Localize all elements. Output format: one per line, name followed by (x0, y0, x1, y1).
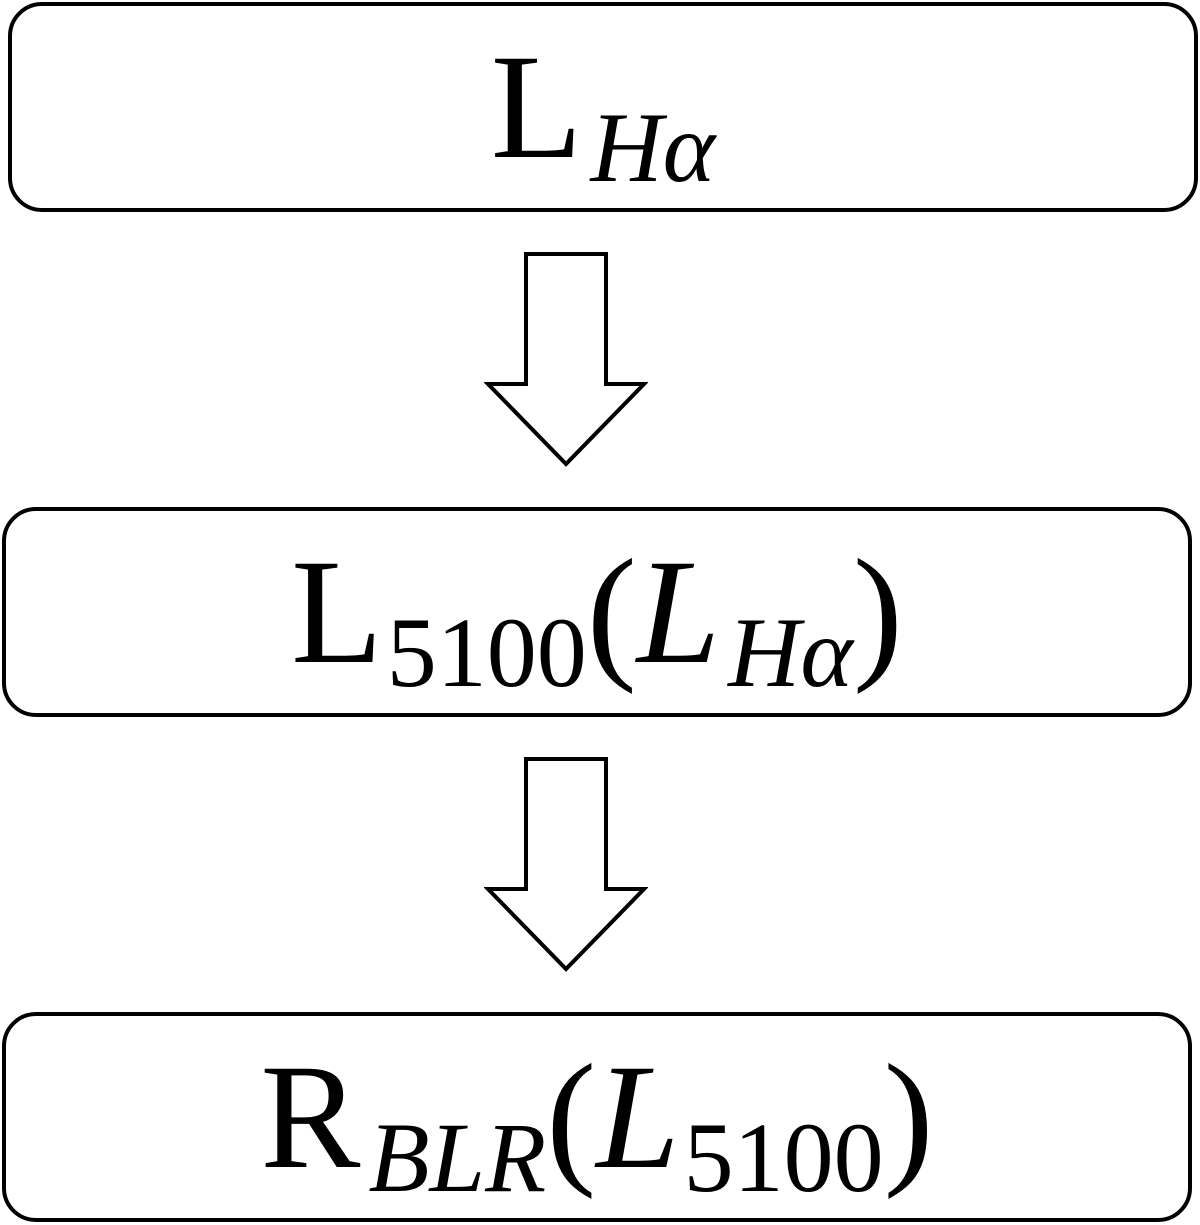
argument-subscript: 5100 (683, 1102, 884, 1213)
down-arrow-icon (484, 757, 648, 972)
node-luminosity-halpha: L Hα (8, 2, 1198, 212)
argument-main-symbol: L (636, 529, 721, 695)
node-expression: R BLR ( L 5100 ) (260, 1034, 934, 1208)
close-paren: ) (883, 1034, 934, 1200)
node-main-symbol: R (260, 1034, 361, 1200)
node-luminosity-5100: L 5100 ( L Hα ) (2, 507, 1192, 717)
node-subscript: 5100 (386, 597, 587, 708)
open-paren: ( (586, 529, 637, 695)
argument-main-symbol: L (596, 1034, 680, 1200)
node-expression: L 5100 ( L Hα ) (291, 529, 903, 703)
node-main-symbol: L (490, 24, 583, 190)
close-paren: ) (852, 529, 903, 695)
open-paren: ( (546, 1034, 597, 1200)
node-main-symbol: L (291, 529, 383, 695)
argument-subscript: Hα (728, 597, 853, 708)
node-expression: L Hα (490, 24, 715, 198)
node-subscript: BLR (368, 1102, 547, 1213)
node-subscript: Hα (590, 92, 716, 203)
node-radius-blr: R BLR ( L 5100 ) (2, 1012, 1192, 1222)
down-arrow-icon (484, 252, 648, 467)
